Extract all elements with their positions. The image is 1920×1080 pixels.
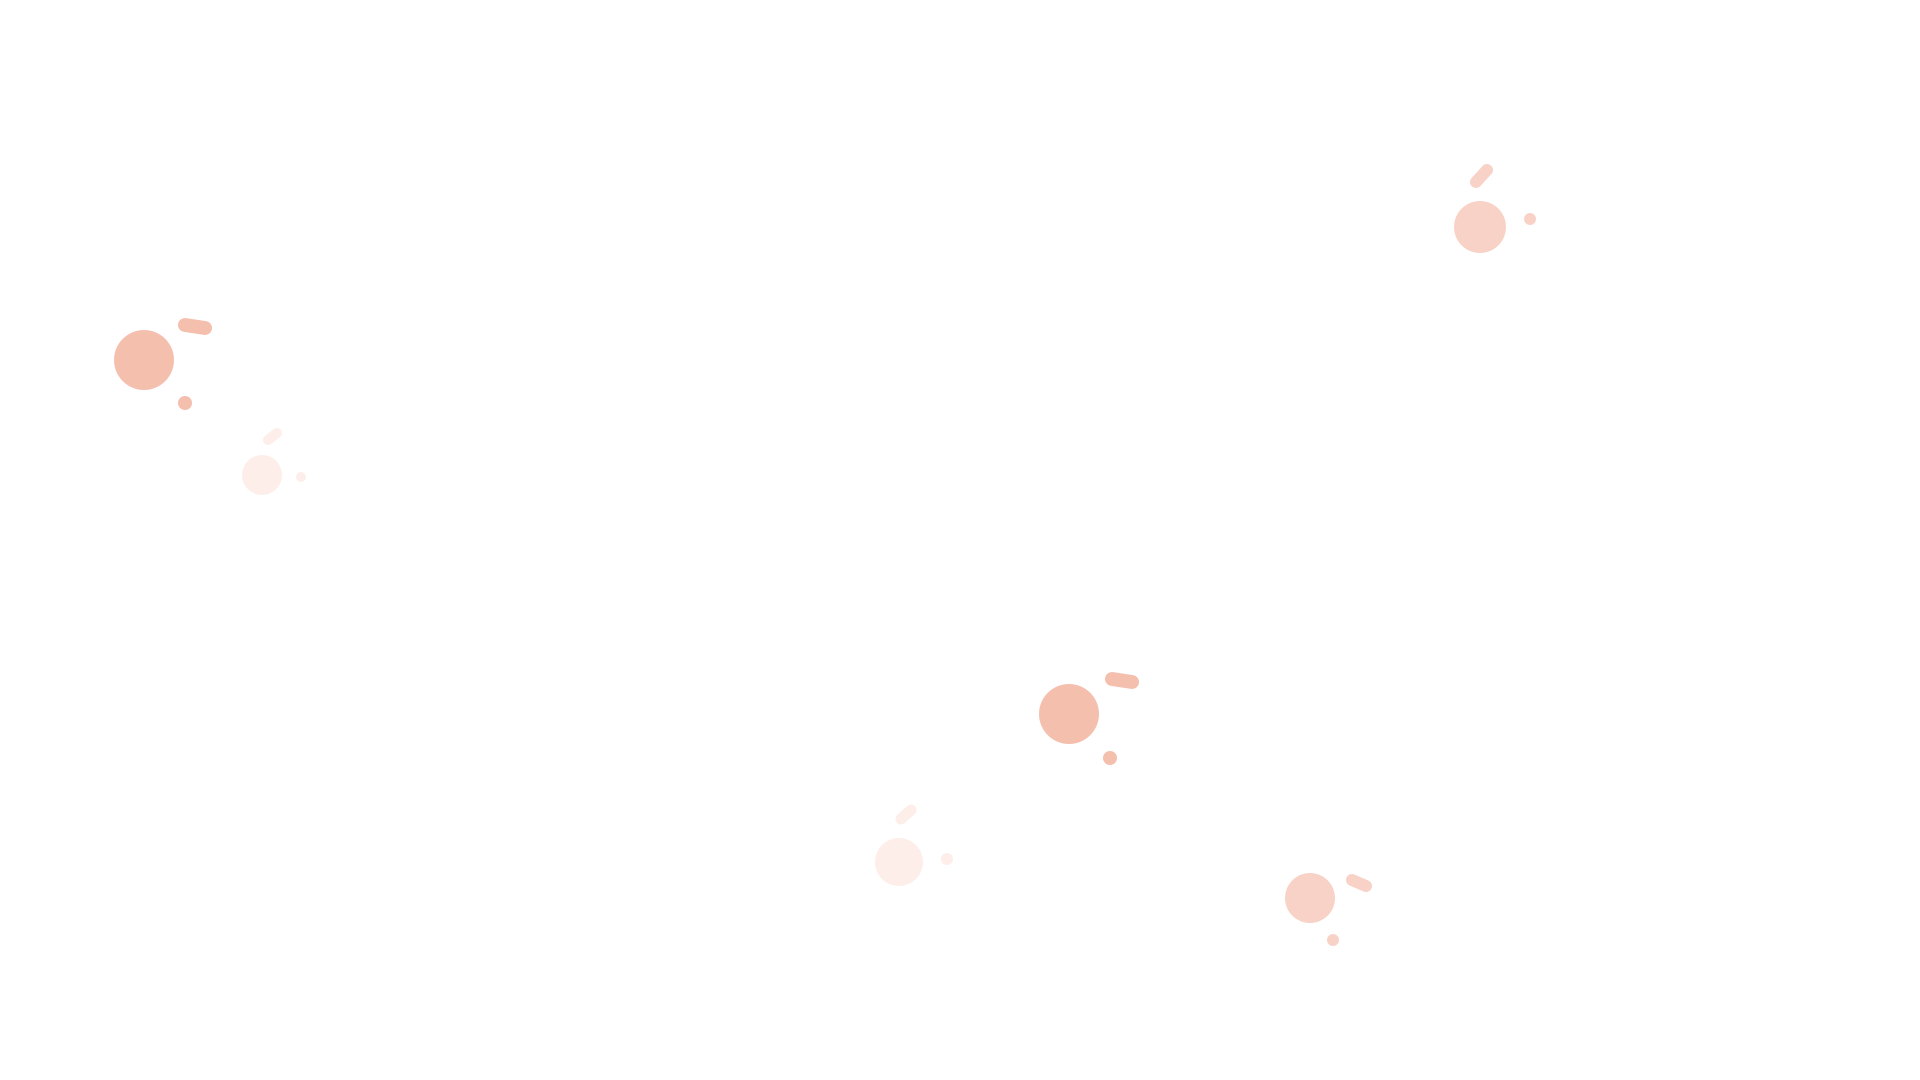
confetti-shape-group — [114, 318, 212, 410]
decorative-confetti-cluster-c — [1440, 160, 1560, 270]
decorative-confetti-cluster-e — [860, 800, 980, 910]
decorative-confetti-cluster-a — [100, 300, 220, 410]
confetti-shape-group — [1454, 164, 1536, 253]
decorative-confetti-cluster-b — [225, 425, 345, 535]
confetti-shape-group — [242, 428, 306, 495]
confetti-shape-group — [1285, 873, 1372, 946]
decorative-confetti-cluster-d — [1025, 660, 1145, 770]
confetti-shape-group — [875, 804, 953, 886]
decorative-confetti-cluster-f — [1270, 860, 1390, 970]
confetti-shape-group — [1039, 672, 1139, 765]
